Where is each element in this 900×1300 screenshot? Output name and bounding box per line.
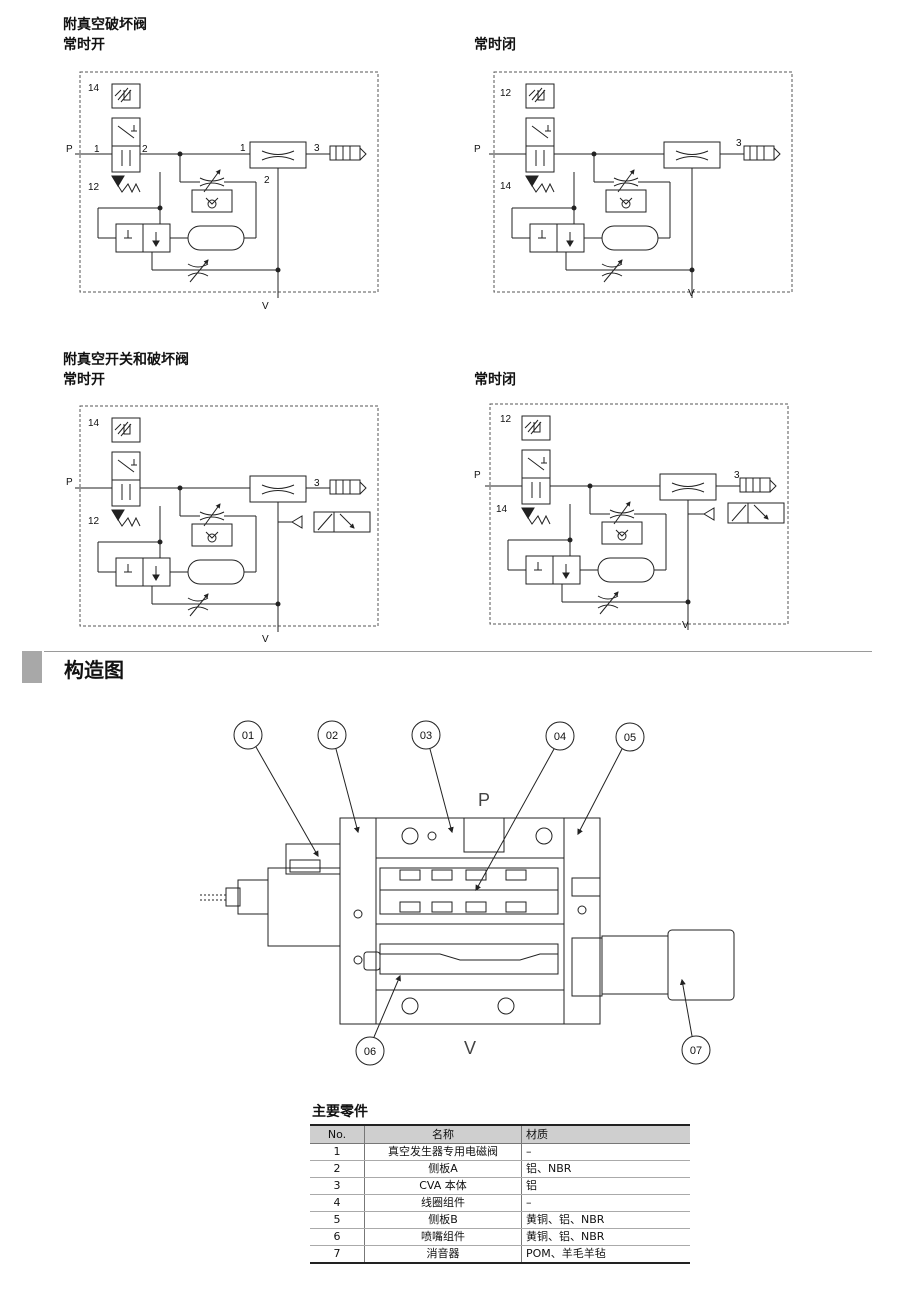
no-label-open-2: 常时开 — [63, 372, 105, 388]
svg-text:3: 3 — [734, 470, 740, 481]
svg-text:2: 2 — [142, 144, 148, 155]
section-marker — [22, 651, 42, 683]
port-label-p-1: P — [66, 144, 73, 155]
svg-text:14: 14 — [88, 418, 100, 429]
port-label-v-2: V — [688, 288, 695, 299]
structure-drawing: 01 02 03 04 05 06 07 P V — [200, 720, 735, 1066]
svg-text:14: 14 — [88, 83, 100, 94]
svg-text:3: 3 — [314, 143, 320, 154]
callout-05: 05 — [624, 732, 636, 744]
structure-section-title: 构造图 — [64, 658, 124, 682]
svg-text:12: 12 — [500, 88, 512, 99]
svg-text:12: 12 — [88, 182, 100, 193]
section2-title: 附真空开关和破坏阀 — [63, 352, 189, 368]
circuit-nc-2 — [485, 404, 788, 630]
svg-text:1: 1 — [94, 144, 100, 155]
circuit-no-1 — [75, 72, 378, 298]
parts-header-row: No. 名称 材质 — [310, 1124, 690, 1144]
callout-06: 06 — [364, 1046, 376, 1058]
port-label-v-3: V — [262, 634, 269, 645]
svg-text:2: 2 — [264, 175, 270, 186]
svg-text:14: 14 — [496, 504, 508, 515]
svg-text:3: 3 — [736, 138, 742, 149]
header-name: 名称 — [364, 1124, 522, 1144]
callout-02: 02 — [326, 730, 338, 742]
callout-01: 01 — [242, 730, 254, 742]
nc-label-1: 常时闭 — [474, 37, 516, 53]
nc-label-2: 常时闭 — [474, 372, 516, 388]
svg-text:14: 14 — [500, 181, 512, 192]
pneumatic-circuit-diagrams: P V 14 12 1 2 1 3 2 P V 12 14 3 P V 14 1… — [66, 0, 900, 645]
section-divider — [44, 651, 872, 652]
port-label-p-4: P — [474, 470, 481, 481]
port-v-label: V — [464, 1038, 476, 1058]
svg-text:1: 1 — [240, 143, 246, 154]
header-no: No. — [310, 1124, 365, 1144]
header-material: 材质 — [521, 1124, 690, 1144]
port-p-label: P — [478, 790, 490, 810]
callout-03: 03 — [420, 730, 432, 742]
svg-text:12: 12 — [500, 414, 512, 425]
section1-title: 附真空破坏阀 — [63, 17, 147, 33]
svg-text:3: 3 — [314, 478, 320, 489]
circuit-nc-1 — [489, 72, 792, 298]
parts-title: 主要零件 — [312, 1104, 368, 1120]
port-label-p-2: P — [474, 144, 481, 155]
port-label-v-4: V — [682, 620, 689, 631]
no-label-open-1: 常时开 — [63, 37, 105, 53]
callout-04: 04 — [554, 731, 566, 743]
svg-text:12: 12 — [88, 516, 100, 527]
port-label-v-1: V — [262, 301, 269, 312]
circuit-no-2 — [75, 406, 378, 632]
callout-07: 07 — [690, 1045, 702, 1057]
port-label-p-3: P — [66, 477, 73, 488]
